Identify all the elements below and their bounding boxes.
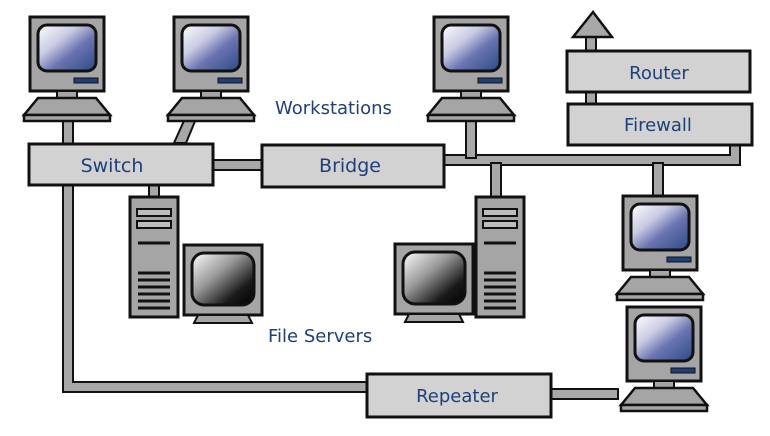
bridge-device[interactable]: Bridge: [260, 143, 446, 189]
file-servers-label: File Servers: [268, 326, 372, 347]
workstation-icon[interactable]: [166, 15, 256, 123]
file-server-icon[interactable]: [128, 195, 180, 319]
switch-device[interactable]: Switch: [27, 142, 215, 187]
workstation-icon[interactable]: [426, 15, 516, 123]
bridge-label: Bridge: [319, 155, 381, 177]
switch-label: Switch: [81, 155, 144, 177]
file-server-icon[interactable]: [474, 195, 526, 319]
server-monitor-icon: [182, 243, 264, 325]
workstation-icon[interactable]: [22, 15, 112, 123]
cable-backbone-server2: [490, 162, 502, 199]
router-label: Router: [629, 63, 689, 84]
cable-backbone-ws4: [652, 162, 664, 199]
firewall-label: Firewall: [624, 115, 692, 136]
repeater-label: Repeater: [416, 386, 498, 407]
cable-backbone: [443, 144, 741, 166]
firewall-device[interactable]: Firewall: [566, 102, 754, 147]
cable-repeater-ws5: [549, 388, 619, 400]
workstation-icon[interactable]: [619, 305, 709, 413]
cable-switch-bridge: [211, 159, 265, 171]
repeater-device[interactable]: Repeater: [365, 372, 553, 419]
router-device[interactable]: Router: [565, 49, 752, 94]
workstations-label: Workstations: [275, 98, 392, 119]
workstation-icon[interactable]: [615, 194, 705, 302]
uplink-arrow-icon: [570, 9, 615, 53]
server-monitor-icon: [393, 242, 475, 324]
